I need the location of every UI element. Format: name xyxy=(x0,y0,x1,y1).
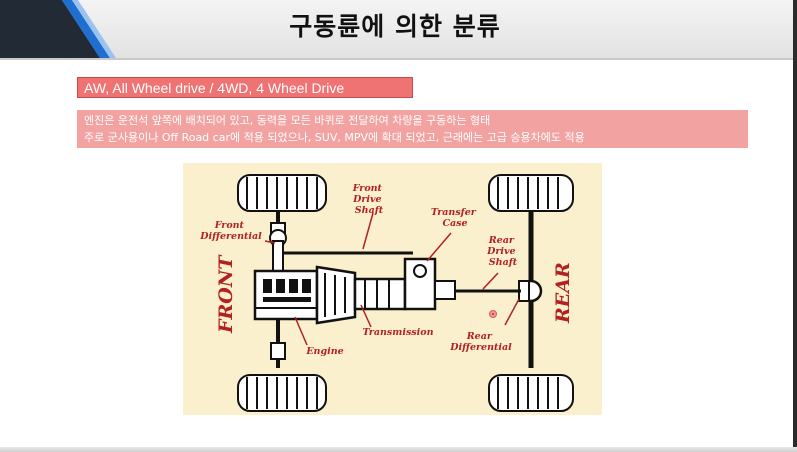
engine-label: Engine xyxy=(305,346,343,357)
front-differential-label: Front Differential xyxy=(199,220,262,242)
rear-left-wheel xyxy=(488,174,574,212)
front-drive-shaft-label: Front Drive Shaft xyxy=(352,183,386,216)
page-title: 구동륜에 의한 분류 xyxy=(289,12,501,41)
awd-drivetrain-diagram: FRONT REAR Front Drive Shaft Transfer Ca… xyxy=(183,163,602,415)
engine-block xyxy=(253,269,319,321)
description-line: 주로 군사용이나 Off Road car에 적용 되었으나, SUV, MPV… xyxy=(84,131,585,144)
front-left-wheel xyxy=(237,174,327,212)
leader-lines xyxy=(264,212,520,346)
subtitle-bar: AW, All Wheel drive / 4WD, 4 Wheel Drive xyxy=(77,77,413,98)
window-edge xyxy=(793,0,797,452)
pointer-indicator xyxy=(489,310,497,318)
transmission-label: Transmission xyxy=(362,327,433,338)
front-label: FRONT xyxy=(215,254,237,334)
transfer-case-label: Transfer Case xyxy=(431,207,479,229)
description-box: 엔진은 운전석 앞쪽에 배치되어 있고, 동력을 모든 바퀴로 전달하여 차량을… xyxy=(77,110,748,148)
rear-axle xyxy=(518,203,543,368)
slide-header: 구동륜에 의한 분류 xyxy=(0,0,797,60)
rear-label: REAR xyxy=(552,262,574,324)
header-decoration xyxy=(0,0,116,58)
rear-right-wheel xyxy=(488,374,574,412)
window-bottom-bar xyxy=(0,447,797,452)
description-line: 엔진은 운전석 앞쪽에 배치되어 있고, 동력을 모든 바퀴로 전달하여 차량을… xyxy=(84,114,491,127)
transmission xyxy=(315,265,407,325)
transfer-case xyxy=(403,257,456,311)
rear-differential-label: Rear Differential xyxy=(449,331,512,353)
rear-drive-shaft-label: Rear Drive Shaft xyxy=(486,235,519,268)
front-right-wheel xyxy=(237,374,327,412)
